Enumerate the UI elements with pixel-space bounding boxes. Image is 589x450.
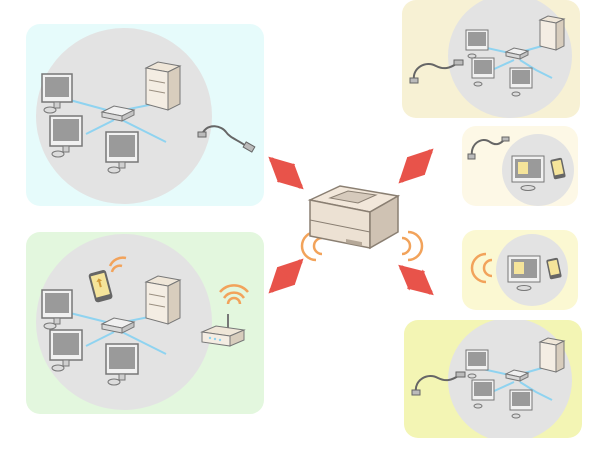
wifi-icon (470, 252, 493, 284)
usb-direct-illustration (467, 134, 574, 206)
computer-icon (507, 255, 541, 291)
usb-cable-icon (411, 371, 466, 396)
computer-icon (41, 289, 73, 330)
server-icon (538, 337, 566, 373)
server-icon (538, 15, 566, 51)
wireless-direct-illustration (470, 234, 568, 306)
wifi-icon (219, 284, 249, 305)
arrow-to-wired-lan (268, 156, 304, 190)
computer-icon (509, 67, 533, 97)
computer-icon (471, 379, 495, 409)
computer-icon (105, 343, 139, 386)
usb-network-illustration (409, 0, 572, 118)
panel-wireless-direct (462, 230, 578, 310)
panel-wireless-lan (26, 232, 264, 414)
computer-icon (509, 389, 533, 419)
computer-icon (465, 349, 489, 379)
wireless-lan-illustration (36, 234, 249, 410)
hub-icon (504, 369, 530, 382)
computer-icon (49, 115, 83, 158)
arrow-to-wireless-direct (398, 264, 434, 296)
usb-cable-icon (467, 136, 510, 160)
server-icon (144, 61, 182, 111)
smartphone-icon (550, 157, 566, 180)
hub-icon (100, 105, 136, 122)
usb-cable-icon (197, 125, 256, 153)
computer-icon (471, 57, 495, 87)
computer-icon (41, 73, 73, 114)
computer-icon (511, 155, 545, 191)
server-icon (144, 275, 182, 325)
computer-icon (105, 131, 139, 174)
printer-icon (307, 185, 401, 250)
usb-cable-icon (409, 59, 464, 84)
smartphone-icon (88, 270, 113, 303)
panel-usb-network (402, 0, 580, 118)
panel-usb-direct (462, 126, 578, 206)
wireless-router-icon (200, 314, 246, 347)
panel-combined (404, 320, 582, 438)
smartphone-icon (546, 257, 562, 280)
wired-lan-illustration (36, 28, 256, 204)
wifi-icon (108, 256, 127, 273)
hub-icon (100, 317, 136, 334)
arrow-to-wireless-lan (268, 258, 304, 294)
computer-icon (49, 329, 83, 372)
arrow-to-usb (398, 148, 434, 184)
computer-icon (465, 29, 489, 59)
panel-wired-lan (26, 24, 264, 206)
hub-icon (504, 47, 530, 60)
combined-illustration (411, 320, 572, 438)
